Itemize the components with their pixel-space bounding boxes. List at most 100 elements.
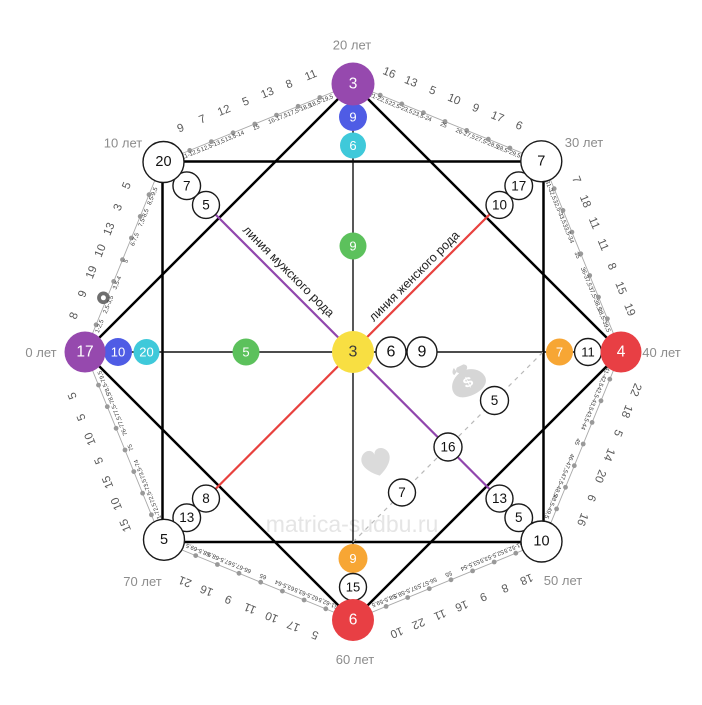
svg-text:10 лет: 10 лет (104, 136, 142, 151)
svg-text:10: 10 (446, 92, 462, 108)
svg-text:5: 5 (241, 95, 251, 109)
svg-text:5: 5 (123, 258, 130, 264)
svg-text:0 лет: 0 лет (25, 345, 56, 360)
svg-text:5: 5 (427, 84, 437, 98)
svg-text:8: 8 (202, 491, 210, 506)
svg-text:10: 10 (264, 609, 280, 625)
svg-text:15: 15 (118, 517, 134, 533)
svg-text:10: 10 (93, 243, 109, 259)
svg-text:15: 15 (252, 124, 261, 132)
svg-text:45: 45 (572, 437, 580, 446)
svg-text:15: 15 (346, 580, 360, 595)
svg-text:6: 6 (349, 138, 356, 153)
svg-text:5: 5 (66, 390, 80, 400)
svg-text:9: 9 (349, 110, 356, 125)
svg-text:17: 17 (489, 109, 505, 125)
svg-text:10: 10 (111, 345, 125, 360)
svg-text:9: 9 (349, 551, 356, 566)
svg-text:4: 4 (617, 344, 626, 361)
svg-text:5: 5 (491, 393, 499, 408)
svg-text:22: 22 (627, 381, 643, 397)
svg-text:13: 13 (102, 221, 118, 237)
svg-text:17: 17 (76, 344, 93, 361)
svg-text:7: 7 (197, 113, 207, 127)
svg-text:9: 9 (470, 102, 480, 116)
svg-text:65: 65 (259, 571, 268, 579)
svg-text:11: 11 (432, 606, 448, 622)
svg-text:18: 18 (618, 403, 634, 419)
svg-text:55: 55 (443, 569, 452, 577)
svg-text:9: 9 (76, 289, 90, 299)
svg-text:3,5-4: 3,5-4 (113, 275, 124, 291)
svg-text:18: 18 (577, 193, 593, 209)
svg-text:9: 9 (223, 592, 233, 606)
svg-text:9: 9 (176, 122, 186, 136)
svg-text:8: 8 (499, 581, 509, 595)
svg-text:12: 12 (216, 103, 232, 119)
svg-text:7: 7 (398, 485, 406, 500)
svg-text:9: 9 (478, 590, 488, 604)
svg-text:16: 16 (199, 582, 215, 598)
svg-text:11: 11 (586, 215, 602, 231)
svg-text:10: 10 (83, 431, 99, 447)
svg-text:8: 8 (284, 78, 294, 92)
svg-text:13: 13 (259, 85, 275, 101)
svg-text:5: 5 (310, 628, 320, 642)
svg-text:16: 16 (440, 440, 455, 455)
svg-text:5: 5 (202, 197, 210, 212)
svg-text:70 лет: 70 лет (123, 574, 161, 589)
svg-text:10: 10 (492, 197, 507, 212)
svg-text:15: 15 (100, 474, 116, 490)
svg-text:16: 16 (453, 597, 469, 613)
svg-text:7: 7 (183, 178, 191, 193)
svg-text:3: 3 (349, 344, 358, 361)
svg-text:6: 6 (584, 492, 598, 502)
svg-text:5: 5 (515, 510, 523, 525)
svg-text:6: 6 (387, 344, 396, 361)
svg-text:16: 16 (381, 65, 397, 81)
svg-text:5: 5 (75, 412, 89, 422)
svg-text:11: 11 (303, 68, 319, 84)
svg-text:17: 17 (511, 178, 526, 193)
svg-text:75: 75 (127, 442, 135, 451)
svg-text:16: 16 (574, 511, 590, 527)
svg-text:3: 3 (112, 202, 126, 212)
svg-text:13: 13 (179, 510, 194, 525)
svg-text:13: 13 (492, 491, 507, 506)
svg-text:11: 11 (581, 345, 595, 360)
svg-text:35: 35 (573, 251, 581, 260)
svg-text:5: 5 (120, 181, 134, 191)
svg-text:5: 5 (242, 345, 249, 360)
svg-text:6-7,5: 6-7,5 (130, 232, 141, 248)
svg-text:7: 7 (569, 175, 583, 185)
svg-text:40 лет: 40 лет (642, 345, 680, 360)
svg-text:20: 20 (139, 345, 153, 360)
svg-text:20: 20 (155, 154, 171, 170)
svg-text:9: 9 (418, 344, 427, 361)
svg-text:6: 6 (514, 119, 524, 133)
svg-text:5: 5 (611, 428, 625, 438)
svg-text:5: 5 (160, 532, 168, 548)
svg-text:20 лет: 20 лет (333, 38, 371, 53)
svg-text:14: 14 (600, 446, 616, 463)
svg-text:21: 21 (177, 573, 193, 589)
svg-text:60 лет: 60 лет (336, 652, 374, 667)
svg-text:10: 10 (388, 624, 404, 640)
svg-text:20: 20 (592, 468, 608, 484)
svg-text:11: 11 (242, 600, 258, 616)
svg-text:17: 17 (286, 617, 302, 633)
svg-text:18: 18 (518, 571, 534, 587)
svg-text:matrica-sudbu.ru: matrica-sudbu.ru (266, 511, 439, 537)
svg-text:5: 5 (93, 455, 107, 465)
svg-text:22: 22 (410, 615, 426, 631)
svg-text:7: 7 (556, 345, 563, 360)
svg-text:10: 10 (109, 495, 125, 511)
svg-text:15: 15 (612, 280, 628, 296)
svg-text:8: 8 (605, 261, 619, 271)
svg-text:3: 3 (349, 76, 358, 93)
svg-text:19: 19 (621, 302, 637, 318)
svg-text:1-2,5: 1-2,5 (95, 318, 106, 334)
svg-text:6: 6 (349, 612, 358, 629)
svg-text:8: 8 (68, 311, 82, 321)
svg-text:10: 10 (533, 534, 549, 550)
